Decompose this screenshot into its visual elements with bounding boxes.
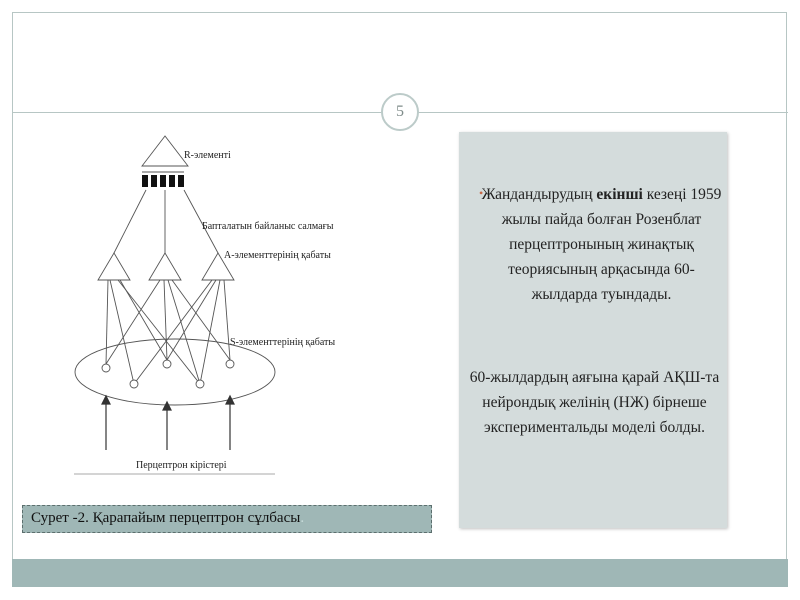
s-element-circle <box>129 379 139 389</box>
p1-pre: Жандандырудың <box>481 186 597 203</box>
weight-block <box>160 175 166 187</box>
figure-caption: Сурет -2. Қарапайым перцептрон сұлбасы. <box>22 505 432 533</box>
p1-post: кезеңі 1959 жылы пайда болған Розенблат … <box>501 186 722 303</box>
weight-block <box>151 175 157 187</box>
weight-block <box>142 175 148 187</box>
a-to-s-connection <box>223 279 231 361</box>
r-element-label: R-элементі <box>184 150 231 161</box>
paragraph-second: 60-жылдардың аяғына қарай АҚШ-та нейронд… <box>469 369 720 436</box>
page-number-badge: 5 <box>381 93 419 131</box>
input-arrowhead <box>101 394 111 405</box>
a-to-s-connection <box>166 279 217 361</box>
s-element-circle <box>101 363 111 373</box>
a-to-s-connection <box>105 279 161 365</box>
s-element-circle <box>195 379 205 389</box>
r-to-a-connection <box>113 189 147 254</box>
a-to-s-connection <box>171 279 231 361</box>
description-textbox: • Жандандырудың екінші кезеңі 1959 жылы … <box>459 132 727 528</box>
a-to-s-connection <box>119 279 168 361</box>
a-to-s-connection <box>105 279 109 365</box>
a-element-triangle <box>97 252 131 281</box>
s-layer-ellipse <box>74 338 276 406</box>
footer-bar <box>12 559 788 587</box>
a-element-triangle <box>148 252 182 281</box>
perceptron-diagram-svg: R-элементі Бапталатын байланыс салмағы А… <box>74 135 335 475</box>
paragraph-first: Жандандырудың екінші кезеңі 1959 жылы па… <box>479 182 724 307</box>
p1-bold: екінші <box>596 186 643 203</box>
figure-caption-text: Сурет -2. Қарапайым перцептрон сұлбасы <box>31 510 301 526</box>
a-to-s-connection <box>199 279 221 385</box>
weight-block <box>169 175 175 187</box>
r-to-a-connection <box>183 189 219 254</box>
weight-block <box>178 175 184 187</box>
figure-caption-tail: . <box>300 510 305 526</box>
a-to-s-connection <box>133 279 213 385</box>
bullet-icon: • <box>479 186 484 200</box>
a-to-s-connection <box>117 279 201 385</box>
a-element-triangle <box>201 252 235 281</box>
s-layer-label: S-элементтерінің қабаты <box>230 337 335 348</box>
s-element-circle <box>225 359 235 369</box>
s-element-circle <box>162 359 172 369</box>
input-arrowhead <box>225 394 235 405</box>
a-to-s-connection <box>163 279 168 361</box>
a-layer-label: А-элементтерінің қабаты <box>224 250 331 261</box>
perceptron-diagram: R-элементі Бапталатын байланыс салмағы А… <box>60 128 380 488</box>
a-to-s-connection <box>109 279 135 385</box>
weights-label: Бапталатын байланыс салмағы <box>202 221 334 232</box>
input-arrowhead <box>162 400 172 411</box>
r-element-triangle <box>141 135 189 167</box>
inputs-label: Перцептрон кірістері <box>136 460 227 471</box>
